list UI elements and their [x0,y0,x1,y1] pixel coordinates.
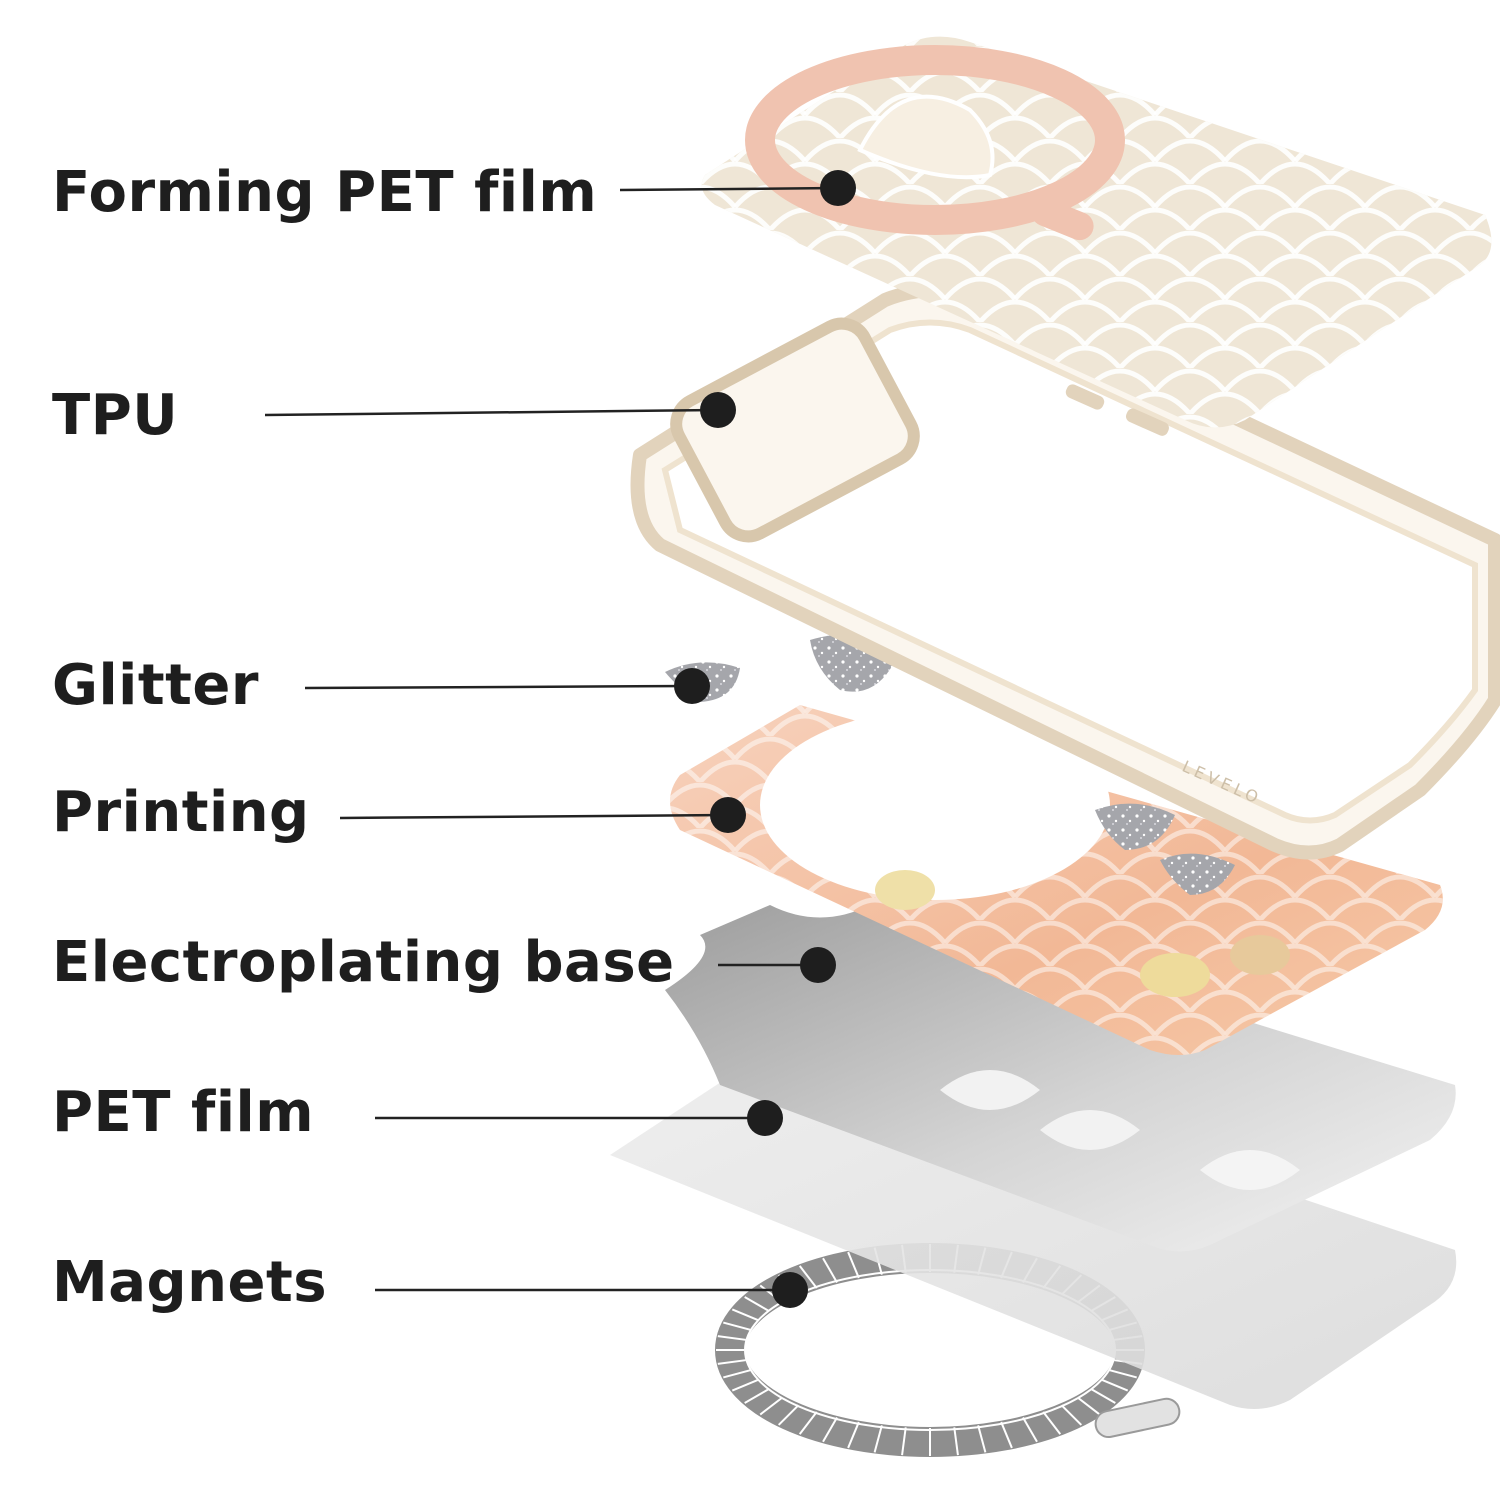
magnet-segment-divider [1022,1417,1038,1443]
electroplating-cutout-3 [1200,1150,1300,1190]
magnet-segment-divider [873,1425,883,1453]
magnet-segment-divider [723,1369,751,1379]
magnet-segment-divider [744,1296,770,1312]
glitter-flake-6 [1160,853,1235,895]
magnet-segment-divider [731,1308,759,1322]
pet-film-layer [610,1030,1457,1409]
printing-gold-glitter-3 [875,870,935,910]
magnet-segment-divider [798,1265,818,1289]
label-magnets: Magnets [52,1250,328,1315]
magnet-segment-divider [977,1425,987,1453]
printing-gold-glitter-1 [1140,953,1210,997]
magnet-segment-divider [759,1396,784,1416]
printing-center-circle [760,710,1110,900]
callout-dot-magnets [772,1272,808,1308]
label-printing: Printing [52,780,310,845]
magnet-segment-divider [731,1378,759,1392]
leader-line-tpu [264,408,719,417]
magnet-segment-divider [1101,1378,1129,1392]
leader-line-glitter [304,684,693,690]
magnet-segment-divider [744,1388,770,1404]
magnet-segment-divider [953,1427,959,1456]
label-electroplating-base: Electroplating base [52,930,675,995]
magnet-segment-divider [777,1404,800,1426]
magnet-segment-divider [717,1359,746,1365]
magnet-segment-divider [1076,1396,1101,1416]
magnet-segment-divider [798,1411,818,1435]
electroplating-cutout-2 [1040,1110,1140,1150]
label-forming-pet-film: Forming PET film [52,160,598,225]
tpu-button-slot-2 [1125,408,1169,436]
printing-layer [670,705,1443,1055]
callout-dot-glitter [674,668,710,704]
tpu-layer: LEVELO [630,283,1500,860]
forming-pet-shell-motif [857,94,995,180]
magnet-segment-divider [1042,1411,1062,1435]
magnet-segment-divider [1060,1404,1083,1426]
callout-dot-tpu [700,392,736,428]
magnet-segment-divider [1109,1369,1137,1379]
leader-line-forming-pet-film [619,186,839,192]
magnet-segment-divider [847,1251,860,1279]
forming-pet-ring-tab [1031,198,1094,241]
leader-lines [264,170,856,1308]
magnet-segment-divider [822,1417,838,1443]
pet-film-sheet [610,1030,1457,1409]
label-glitter: Glitter [52,653,259,718]
callout-dot-printing [710,797,746,833]
callout-dot-forming-pet-film [820,170,856,206]
magnet-segment-divider [723,1321,751,1331]
magnet-segment-divider [847,1421,860,1449]
callout-dot-pet-film [747,1100,783,1136]
magnet-segment-divider [717,1335,746,1341]
glitter-flake-5 [1095,803,1175,850]
magnet-segment-divider [1000,1421,1013,1449]
electroplating-cutout-1 [940,1070,1040,1110]
magnet-segment-divider [901,1427,907,1456]
magnet-tab [1094,1397,1181,1439]
leader-line-printing [339,813,729,820]
callout-dot-electroplating-base [800,947,836,983]
magnet-segment-divider [1090,1388,1116,1404]
tpu-button-slot-1 [1065,384,1105,410]
printing-gold-glitter-2 [1230,935,1290,975]
tpu-camera-cutout [670,317,920,543]
forming-pet-magsafe-ring [745,45,1125,235]
label-pet-film: PET film [52,1080,315,1145]
magnet-segment-divider [822,1257,838,1283]
label-tpu: TPU [52,383,179,448]
electroplating-base-layer [665,905,1456,1252]
forming-pet-film-layer [701,36,1492,428]
